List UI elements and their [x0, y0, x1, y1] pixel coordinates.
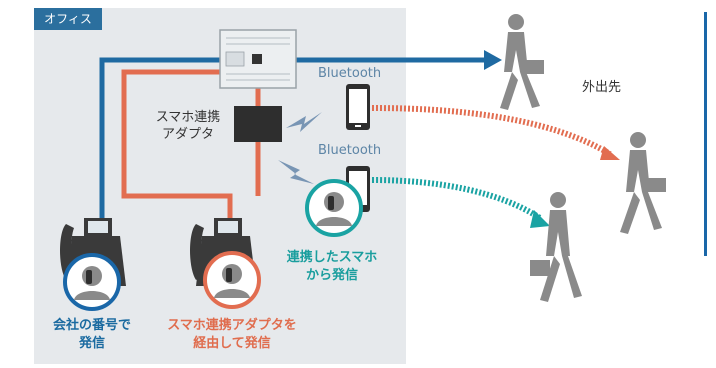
- office-tag: オフィス: [44, 12, 92, 26]
- bluetooth-bolt-bottom: [278, 160, 314, 184]
- walking-person-top-icon: [500, 14, 544, 110]
- signal-teal-dotted: [371, 177, 542, 221]
- signal-orange-dotted: [371, 105, 612, 157]
- via-adapter-label-line2: 経由して発信: [193, 336, 271, 351]
- adapter-label-line1: スマホ連携: [155, 110, 221, 125]
- signal-orange-arrow: [600, 146, 620, 160]
- company-number-label-line2: 発信: [78, 336, 105, 351]
- company-number-label-line1: 会社の番号で: [52, 318, 131, 333]
- signal-teal-arrow: [530, 210, 550, 228]
- line-via-adapter: [121, 69, 233, 228]
- walking-person-bottom-icon: [530, 192, 582, 302]
- smartphone-outside-icon: [346, 84, 370, 130]
- linked-smartphone-label-line1: 連携したスマホ: [286, 250, 378, 265]
- line-company-number: [99, 57, 484, 230]
- pbx-unit: [219, 29, 297, 89]
- caller-adapter-icon: [203, 251, 261, 309]
- arrow-to-outside: [484, 50, 502, 70]
- adapter-box: [234, 106, 282, 142]
- walking-person-middle-icon: [620, 132, 666, 234]
- bluetooth-label-bottom: Bluetooth: [318, 143, 382, 158]
- caller-company-icon: [63, 253, 121, 311]
- office-tag-bg: [34, 8, 102, 30]
- right-accent-line: [704, 12, 707, 256]
- bluetooth-label-top: Bluetooth: [318, 66, 382, 81]
- adapter-label-line2: アダプタ: [161, 127, 214, 142]
- bluetooth-bolt-top: [286, 112, 322, 132]
- linked-smartphone-label-line2: から発信: [305, 268, 358, 283]
- via-adapter-label-line1: スマホ連携アダプタを: [167, 318, 297, 333]
- outside-label: 外出先: [582, 80, 622, 95]
- caller-linked-smartphone-icon: [305, 179, 363, 237]
